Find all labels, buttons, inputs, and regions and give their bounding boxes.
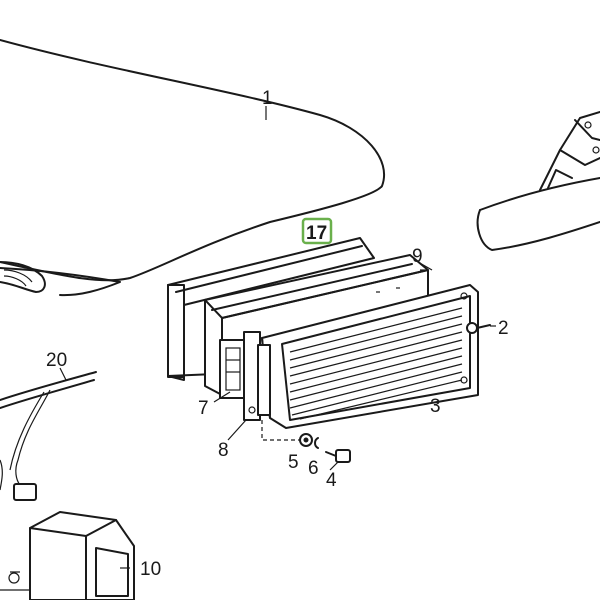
lens-grille-lines: [289, 307, 463, 420]
callout-labels: 1 9 2 3 7 8 5 6 4 20 10: [46, 88, 509, 580]
leader-lines: [59, 106, 496, 569]
part-8-bracket: [243, 331, 271, 421]
part-17-gasket-frame: [167, 237, 375, 381]
callout-17: 17: [306, 223, 327, 244]
callout-6: 6: [308, 458, 319, 479]
callout-1: 1: [262, 88, 273, 109]
part-right-bumper-bracket: [476, 111, 600, 251]
callout-9: 9: [412, 246, 423, 267]
callout-17-highlight-box: [301, 217, 333, 245]
part-6-clip: [314, 437, 319, 449]
callout-7: 7: [198, 398, 209, 419]
part-10-lamp-module: [0, 511, 135, 600]
callout-10: 10: [140, 559, 161, 580]
callout-4: 4: [326, 470, 337, 491]
callout-17-highlighted[interactable]: 17: [301, 217, 333, 245]
part-1-hood-panel: [0, 39, 385, 297]
part-20-wiring-harness: [0, 371, 97, 501]
part-2-screw: [466, 322, 491, 334]
callout-20: 20: [46, 350, 67, 371]
part-4-bolt: [325, 449, 351, 463]
part-3-lamp-lens: [261, 284, 479, 429]
callout-2: 2: [498, 318, 509, 339]
part-7-connector-block: [219, 339, 247, 399]
callout-5: 5: [288, 452, 299, 473]
callout-8: 8: [218, 440, 229, 461]
part-5-washer: [299, 433, 313, 447]
dashed-mount-line: [261, 420, 300, 441]
callout-3: 3: [430, 396, 441, 417]
